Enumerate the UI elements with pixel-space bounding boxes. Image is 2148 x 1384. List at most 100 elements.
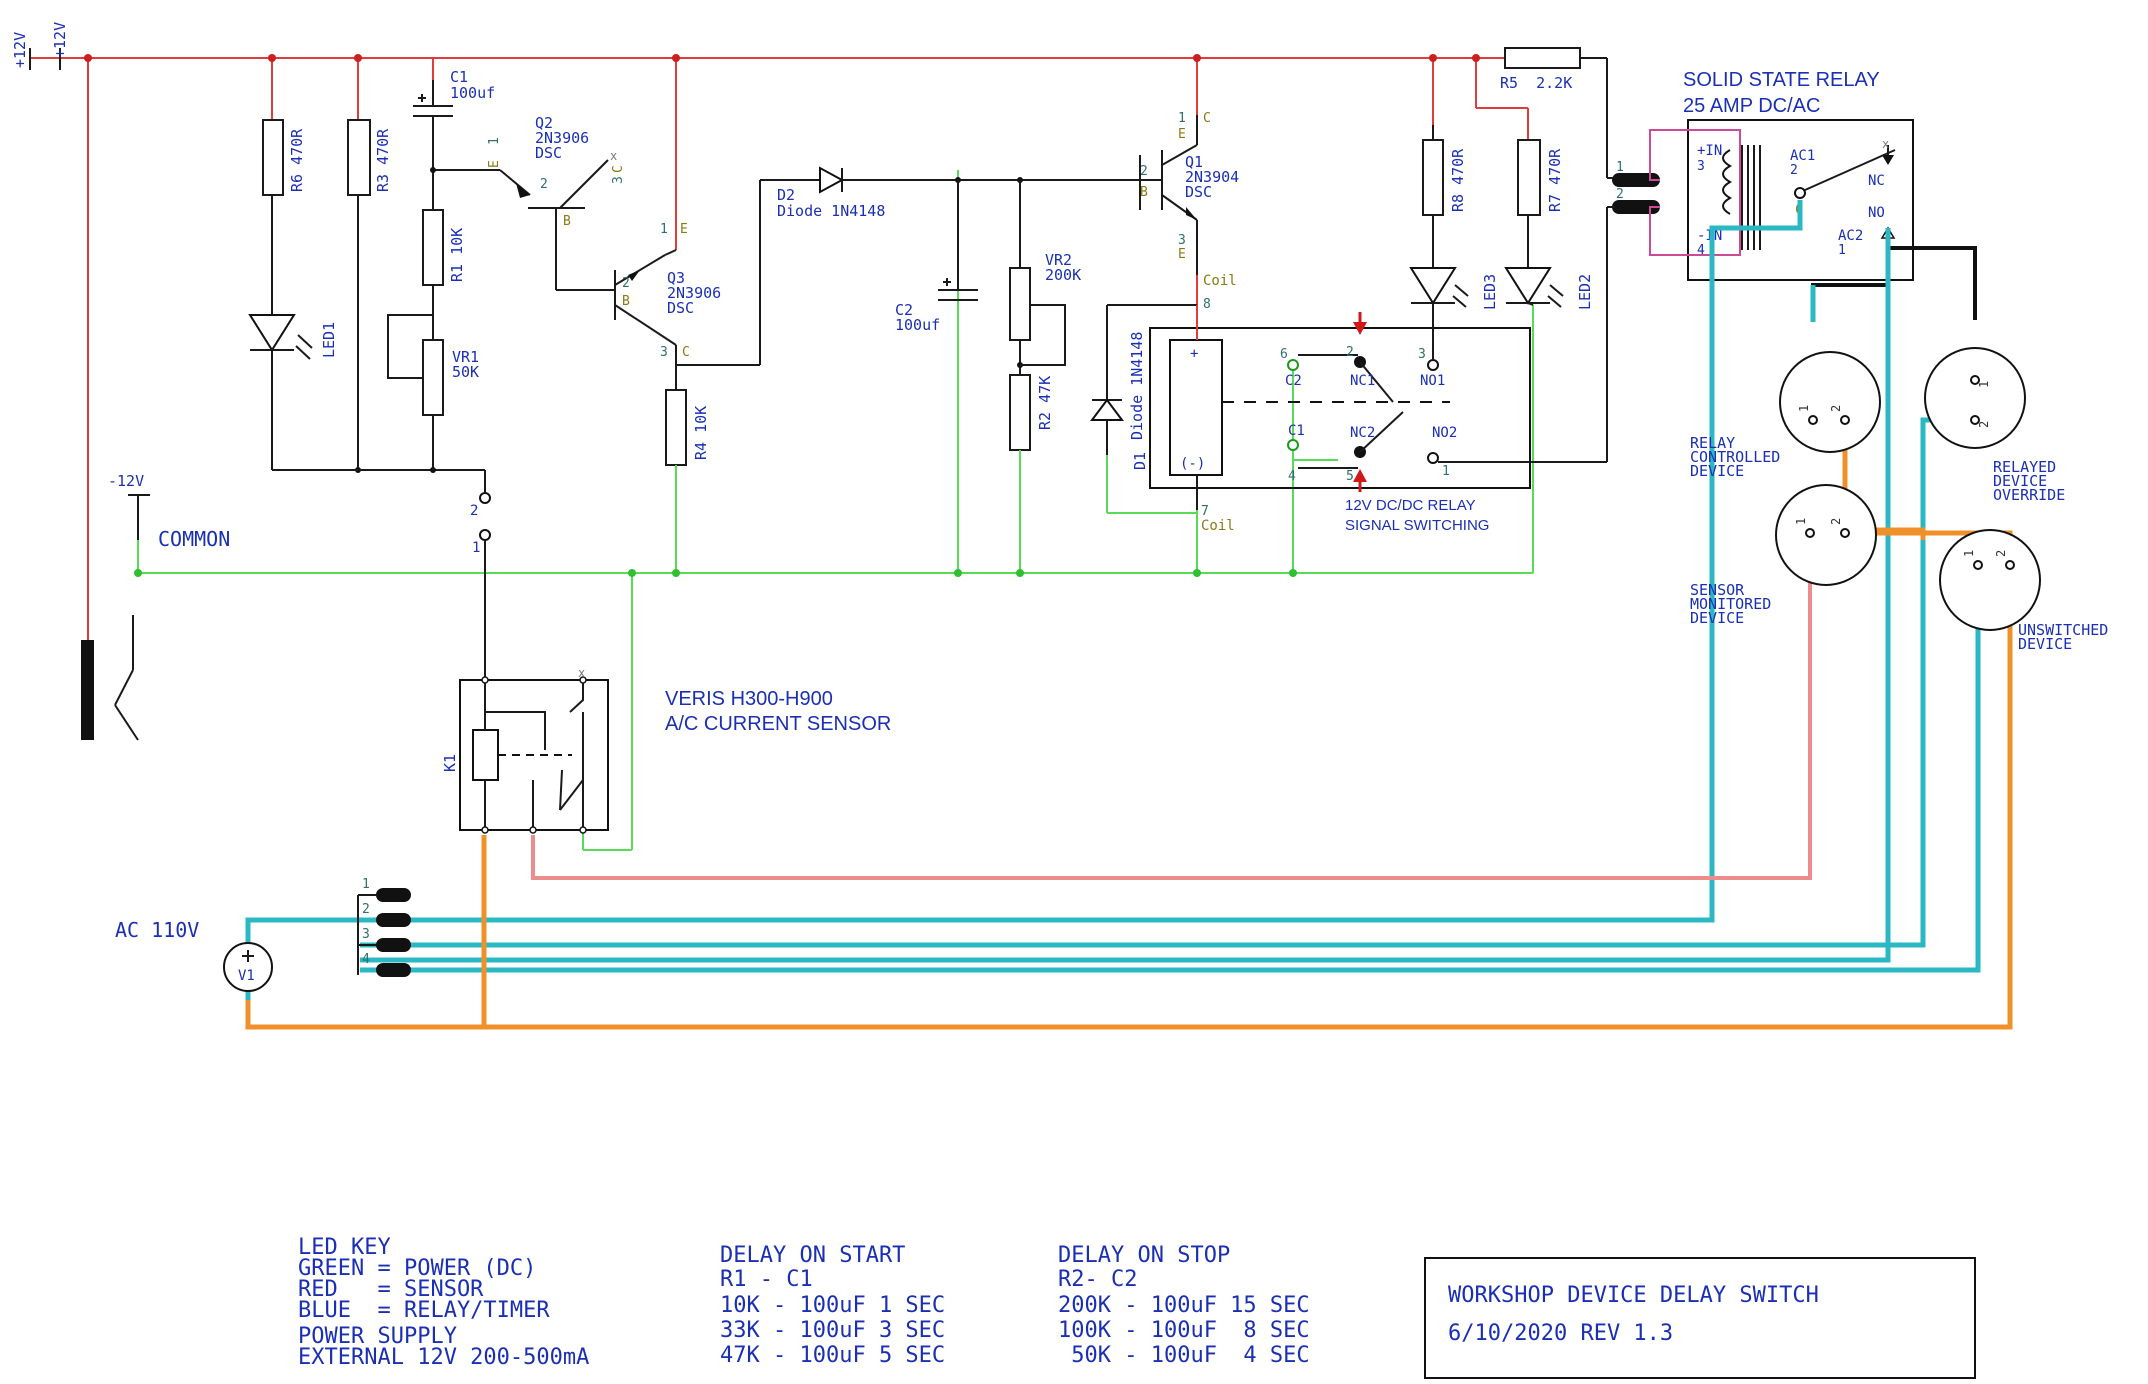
ac-term-3: 3 [362, 927, 370, 942]
ac-term-4: 4 [362, 952, 370, 967]
outlet-ro-pin-2: 2 [1977, 421, 1991, 428]
ssr-pin-3: 3 [1697, 159, 1705, 174]
q2-pin-c: C [611, 165, 626, 173]
relay-no2: NO2 [1432, 425, 1457, 441]
q1-pin-e: E [1178, 127, 1186, 142]
relay-pin-3: 3 [1418, 347, 1426, 362]
ac-110v-label: AC 110V [115, 918, 199, 942]
q2-pin-e: E [487, 160, 502, 168]
resistor-r5 [1504, 47, 1581, 69]
q3-type: 2N3906 [667, 284, 721, 302]
q3-pin-2: 2 [622, 276, 630, 291]
vr1-ref: VR1 [452, 348, 479, 366]
r8-label: R8 470R [1449, 148, 1467, 212]
contact-2 [479, 492, 491, 504]
relay-nc2: NC2 [1350, 425, 1375, 441]
q3-pin-e: E [680, 222, 688, 237]
q1-pin-1: 1 [1178, 111, 1186, 126]
relay-pin-1: 1 [1442, 464, 1450, 479]
title-block [1424, 1257, 1976, 1379]
relay-no1: NO1 [1420, 373, 1445, 389]
vr1-value: 50K [452, 363, 479, 381]
c2-ref: C2 [895, 301, 913, 319]
outlet-sensor-monitored [1775, 484, 1877, 586]
relay-coil-minus: (-) [1180, 456, 1205, 472]
d1-label: D1 [1131, 452, 1149, 470]
q3-pin-3: 3 [660, 345, 668, 360]
plus12-bus [29, 48, 1615, 640]
ac-term-2: 2 [362, 902, 370, 917]
q1-pin-b: B [1140, 185, 1148, 200]
r6-label: R6 470R [288, 128, 306, 192]
q1-pin-e2: E [1178, 247, 1186, 262]
led-led2 [1504, 267, 1564, 308]
r3-label: R3 470R [374, 128, 392, 192]
diode-d2 [759, 166, 1140, 365]
r7-label: R7 470R [1546, 148, 1564, 212]
resistor-r2 [1009, 374, 1031, 465]
r4-label: R4 10K [692, 406, 710, 460]
pot-vr1 [387, 314, 444, 470]
q1-ref: Q1 [1185, 153, 1203, 171]
ssr-no: NO [1868, 205, 1885, 221]
relay-pin-4: 4 [1288, 469, 1296, 484]
ssr-x: x [1882, 137, 1889, 151]
ssr-ac1: AC1 [1790, 148, 1815, 164]
q3-pin-b: B [622, 294, 630, 309]
ssr-ac2: AC2 [1838, 228, 1863, 244]
q2-pkg: DSC [535, 144, 562, 162]
transistor-q1 [1139, 115, 1198, 275]
q1-type: 2N3904 [1185, 168, 1239, 186]
q2-pin-b: B [563, 214, 571, 229]
q3-ref: Q3 [667, 269, 685, 287]
r1-label: R1 10K [448, 228, 466, 282]
ssr-nc: NC [1868, 173, 1885, 189]
outlet-sm-pin-2: 2 [1829, 518, 1843, 525]
common-bus [134, 170, 1534, 851]
outlet-unswitched [1939, 529, 2041, 631]
relay-c2: C2 [1285, 373, 1302, 389]
plus12-label-a: +12V [11, 32, 29, 68]
ssr-in-plus: +IN [1697, 143, 1722, 159]
drawing-title: WORKSHOP DEVICE DELAY SWITCH [1448, 1283, 1819, 1308]
sensor-title-1: VERIS H300-H900 [665, 688, 833, 710]
vr2-ref: VR2 [1045, 251, 1072, 269]
relay-controlled-label: RELAY CONTROLLED DEVICE [0, 0, 1825, 480]
ssr-pin-4: 4 [1697, 243, 1705, 258]
ac-source-v1 [223, 942, 273, 992]
capacitor-c1 [413, 80, 453, 210]
q1-pkg: DSC [1185, 183, 1212, 201]
solid-state-relay [1649, 119, 1914, 281]
resistor-r7 [1517, 139, 1541, 268]
contact-2-label: 2 [470, 503, 478, 519]
q2-ref: Q2 [535, 114, 553, 132]
k1-x: x [578, 666, 585, 680]
outlet-us-pin-2: 2 [1994, 550, 2008, 557]
relay-caption-1: 12V DC/DC RELAY [1345, 497, 1476, 514]
resistor-r3 [347, 119, 371, 473]
d2-ref: D2 [777, 186, 795, 204]
q2-pin-x: x [610, 149, 617, 163]
outlet-rc-pin-2: 2 [1829, 405, 1843, 412]
current-sensor-k1 [459, 676, 609, 834]
r2-label: R2 47K [1036, 376, 1054, 430]
ssr-conn-pin-2: 2 [1616, 187, 1624, 202]
q3-pkg: DSC [667, 299, 694, 317]
outlet-rc-pin-1: 1 [1797, 405, 1811, 412]
sensor-monitored-label: SENSOR MONITORED DEVICE [0, 0, 1816, 627]
outlet-sm-pin-1: 1 [1794, 518, 1808, 525]
led2-label: LED2 [1576, 274, 1594, 310]
v1-ref: V1 [238, 968, 255, 984]
coil-pin-7: 7 [1201, 504, 1209, 519]
transistor-q2 [430, 159, 615, 291]
dc-power-jack [81, 615, 139, 741]
plus12-label-b: +12V [51, 22, 69, 58]
q1-pin-2: 2 [1140, 164, 1148, 179]
ssr-ac1-pin: 2 [1790, 163, 1798, 178]
d2-value: Diode 1N4148 [777, 202, 885, 220]
resistor-r6 [262, 119, 284, 315]
q2-pin-3: 3 [611, 176, 626, 184]
c1-ref: C1 [450, 68, 468, 86]
relay-caption-2: SIGNAL SWITCHING [1345, 517, 1489, 534]
outlet-relay-controlled [1779, 285, 1881, 453]
